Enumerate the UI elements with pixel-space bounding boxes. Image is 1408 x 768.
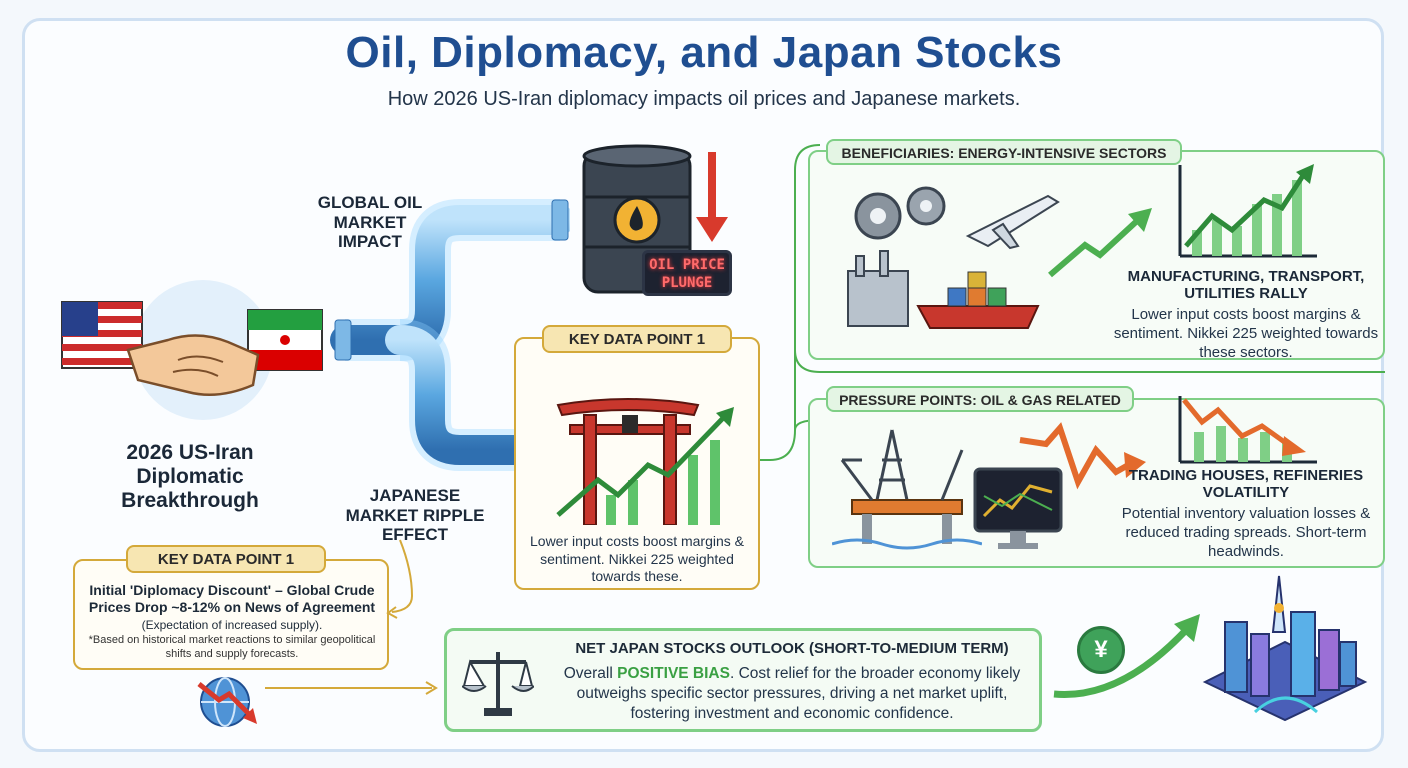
beneficiaries-title: MANUFACTURING, TRANSPORT, UTILITIES RALL… bbox=[1127, 268, 1365, 303]
scales-icon bbox=[462, 652, 534, 716]
page-subtitle: How 2026 US-Iran diplomacy impacts oil p… bbox=[387, 88, 1021, 110]
yen-coin-icon: ¥ bbox=[1077, 626, 1125, 674]
handshake-icon bbox=[61, 280, 323, 420]
outlook-highlight: POSITIVE BIAS bbox=[617, 665, 730, 682]
outlook-panel bbox=[444, 628, 1042, 732]
oil-rig-icon bbox=[832, 429, 982, 550]
beneficiaries-header: BENEFICIARIES: ENERGY-INTENSIVE SECTORS bbox=[826, 139, 1182, 165]
rally-chart-icon bbox=[1178, 164, 1317, 258]
volatile-arrow-icon bbox=[1019, 422, 1146, 490]
key-data-left-badge: KEY DATA POINT 1 bbox=[126, 545, 326, 573]
key-data-left-footnote: *Based on historical market reactions to… bbox=[88, 634, 376, 660]
page-title: Oil, Diplomacy, and Japan Stocks bbox=[345, 28, 1063, 77]
key-data-center-badge: KEY DATA POINT 1 bbox=[542, 325, 732, 353]
key-data-center-text: Lower input costs boost margins & sentim… bbox=[530, 533, 744, 584]
key-data-left-note: (Expectation of increased supply). bbox=[141, 618, 323, 633]
pressure-title: TRADING HOUSES, REFINERIES VOLATILITY bbox=[1128, 467, 1364, 502]
breakthrough-label: 2026 US-Iran Diplomatic Breakthrough bbox=[121, 441, 259, 513]
key-data-left-box bbox=[73, 559, 389, 670]
tokyo-city-icon bbox=[1202, 575, 1368, 722]
beneficiaries-text: Lower input costs boost margins & sentim… bbox=[1113, 306, 1379, 361]
globe-down-icon bbox=[197, 677, 257, 727]
key-data-left-headline-text: Initial 'Diplomacy Discount' – Global Cr… bbox=[88, 582, 376, 616]
volatility-chart-icon bbox=[1178, 396, 1317, 464]
torii-gate-chart-icon bbox=[556, 398, 734, 525]
outlook-text: . Cost relief for the broader economy li… bbox=[576, 665, 1021, 723]
pressure-header: PRESSURE POINTS: OIL & GAS RELATED bbox=[826, 386, 1134, 412]
pressure-text: Potential inventory valuation losses & r… bbox=[1121, 505, 1371, 560]
oil-pipe-graphic bbox=[330, 199, 570, 471]
uplift-arrow-icon bbox=[1053, 614, 1200, 698]
japanese-market-label: JAPANESE MARKET RIPPLE EFFECT bbox=[345, 486, 485, 545]
key-data-left-headline: Initial 'Diplomacy Discount' – Global Cr… bbox=[84, 582, 380, 633]
outlook-title: NET JAPAN STOCKS OUTLOOK (SHORT-TO-MEDIU… bbox=[575, 640, 1009, 657]
growth-arrow-icon bbox=[1048, 208, 1152, 278]
trading-monitor-icon bbox=[973, 467, 1063, 549]
global-oil-label: GLOBAL OIL MARKET IMPACT bbox=[317, 193, 423, 252]
outlook-body: Overall POSITIVE BIAS. Cost relief for t… bbox=[548, 664, 1036, 724]
factory-plane-ship-icon bbox=[847, 186, 1060, 329]
oil-price-plunge-sign: OIL PRICE PLUNGE bbox=[642, 250, 732, 296]
outlook-lead: Overall bbox=[563, 665, 613, 682]
